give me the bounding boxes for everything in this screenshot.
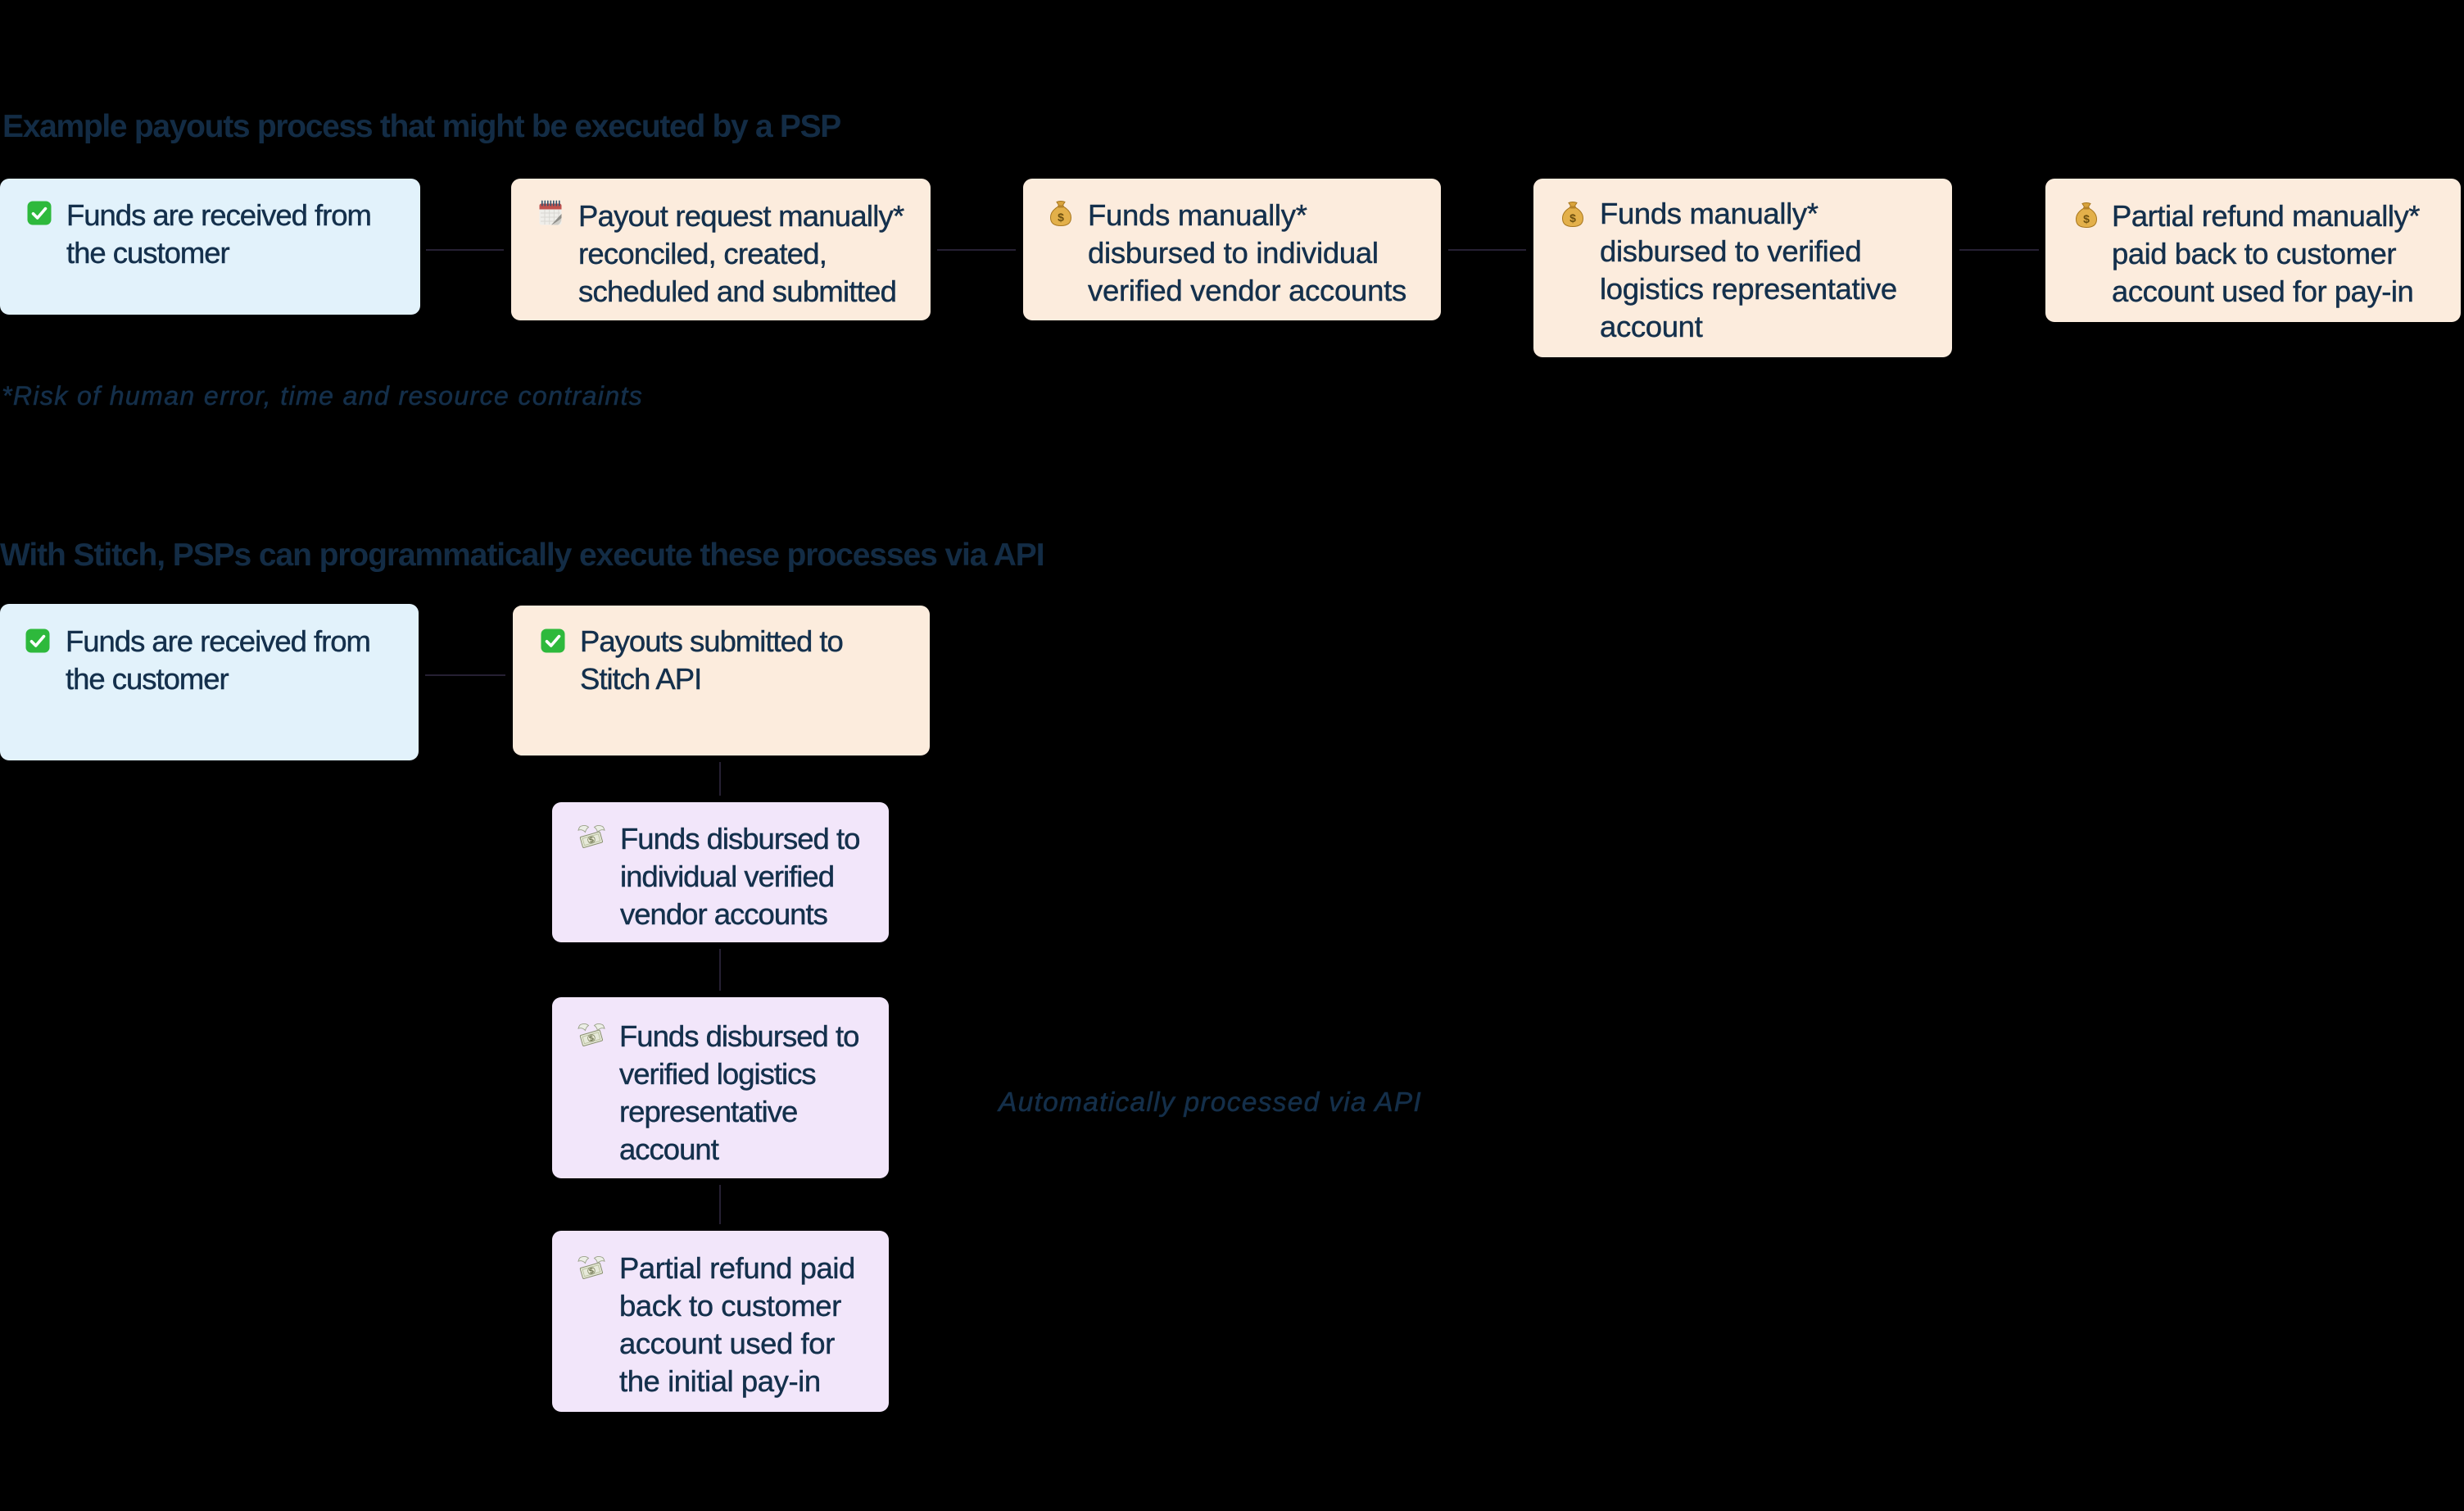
svg-text:$: $ xyxy=(588,835,596,845)
svg-text:$: $ xyxy=(2083,212,2090,225)
svg-text:$: $ xyxy=(588,1266,596,1276)
svg-text:$: $ xyxy=(1569,211,1576,225)
svg-text:$: $ xyxy=(1058,211,1064,224)
svg-text:$: $ xyxy=(588,1033,596,1043)
